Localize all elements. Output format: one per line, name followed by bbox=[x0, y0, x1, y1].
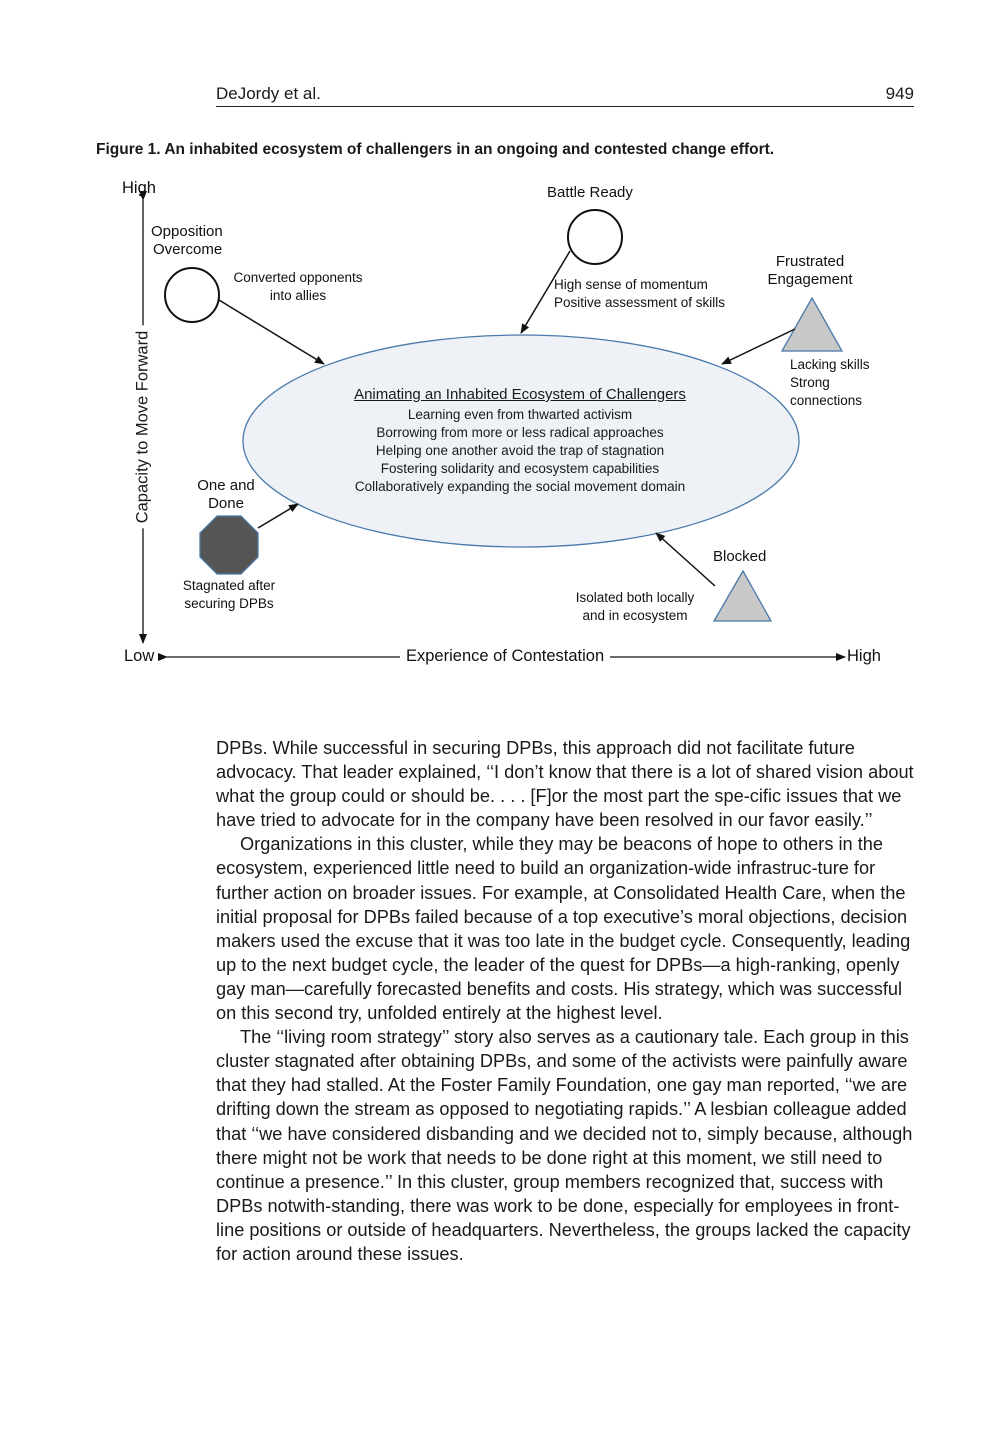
center-ellipse-title: Animating an Inhabited Ecosystem of Chal… bbox=[354, 386, 686, 403]
center-ellipse-line: Fostering solidarity and ecosystem capab… bbox=[380, 461, 660, 476]
center-ellipse-line: Helping one another avoid the trap of st… bbox=[375, 443, 665, 458]
center-ellipse-text: Animating an Inhabited Ecosystem of Chal… bbox=[300, 385, 740, 496]
frustrated-engagement-desc-line2: Strong bbox=[790, 375, 830, 390]
running-header: DeJordy et al. 949 bbox=[216, 82, 914, 107]
page-number: 949 bbox=[885, 84, 914, 103]
center-ellipse-line: Collaboratively expanding the social mov… bbox=[354, 479, 686, 494]
blocked-desc-line2: and in ecosystem bbox=[582, 608, 688, 623]
body-paragraph: The ‘‘living room strategy’’ story also … bbox=[216, 1027, 913, 1264]
blocked-desc-line1: Isolated both locally bbox=[575, 590, 695, 605]
center-ellipse-line: Borrowing from more or less radical appr… bbox=[376, 425, 664, 440]
frustrated-engagement-name-line1: Frustrated bbox=[775, 253, 845, 270]
center-ellipse-line: Learning even from thwarted activism bbox=[407, 407, 633, 422]
y-axis-title: Capacity to Move Forward bbox=[133, 325, 153, 529]
body-text: DPBs. While successful in securing DPBs,… bbox=[216, 736, 916, 1266]
one-and-done-name-line1: One and bbox=[197, 477, 255, 494]
body-paragraph: Organizations in this cluster, while the… bbox=[216, 834, 911, 1024]
one-and-done-arrow bbox=[257, 503, 299, 529]
one-and-done-desc-line2: securing DPBs bbox=[184, 596, 274, 611]
opposition-overcome-arrow bbox=[218, 299, 325, 365]
battle-ready-desc-line2: Positive assessment of skills bbox=[554, 295, 726, 310]
frustrated-engagement-name-line2: Engagement bbox=[767, 271, 853, 288]
x-axis-high-label: High bbox=[847, 647, 881, 665]
one-and-done-name-line2: Done bbox=[208, 495, 244, 512]
frustrated-engagement-desc-line3: connections bbox=[790, 393, 863, 408]
frustrated-engagement-desc-line1: Lacking skills bbox=[790, 357, 870, 372]
body-paragraph: DPBs. While successful in securing DPBs,… bbox=[216, 738, 914, 831]
frustrated-engagement-arrow bbox=[721, 328, 796, 365]
one-and-done-desc-line1: Stagnated after bbox=[182, 578, 276, 593]
opposition-overcome-desc-line2: into allies bbox=[269, 288, 327, 303]
figure-diagram: High Low High Experience of Contestation… bbox=[0, 0, 1008, 700]
figure-caption: Figure 1. An inhabited ecosystem of chal… bbox=[96, 141, 775, 158]
center-ellipse bbox=[242, 334, 800, 548]
battle-ready-circle bbox=[567, 209, 623, 265]
x-axis-title: Experience of Contestation bbox=[400, 647, 611, 665]
opposition-overcome-name-line1: Opposition bbox=[151, 223, 223, 240]
blocked-triangle bbox=[712, 569, 773, 622]
battle-ready-name: Battle Ready bbox=[547, 184, 633, 201]
opposition-overcome-name-line2: Overcome bbox=[153, 241, 223, 258]
x-axis-low-label: Low bbox=[124, 647, 155, 665]
y-axis-high-label: High bbox=[122, 179, 156, 197]
opposition-overcome-circle bbox=[164, 267, 220, 323]
battle-ready-arrow bbox=[520, 250, 571, 334]
frustrated-engagement-triangle bbox=[780, 296, 844, 352]
author-running-head: DeJordy et al. bbox=[216, 84, 321, 103]
battle-ready-desc-line1: High sense of momentum bbox=[554, 277, 708, 292]
one-and-done-octagon bbox=[199, 515, 259, 575]
blocked-name: Blocked bbox=[713, 548, 767, 565]
opposition-overcome-desc-line1: Converted opponents bbox=[233, 270, 363, 285]
diagram-canvas bbox=[139, 191, 846, 661]
blocked-arrow bbox=[655, 532, 716, 587]
